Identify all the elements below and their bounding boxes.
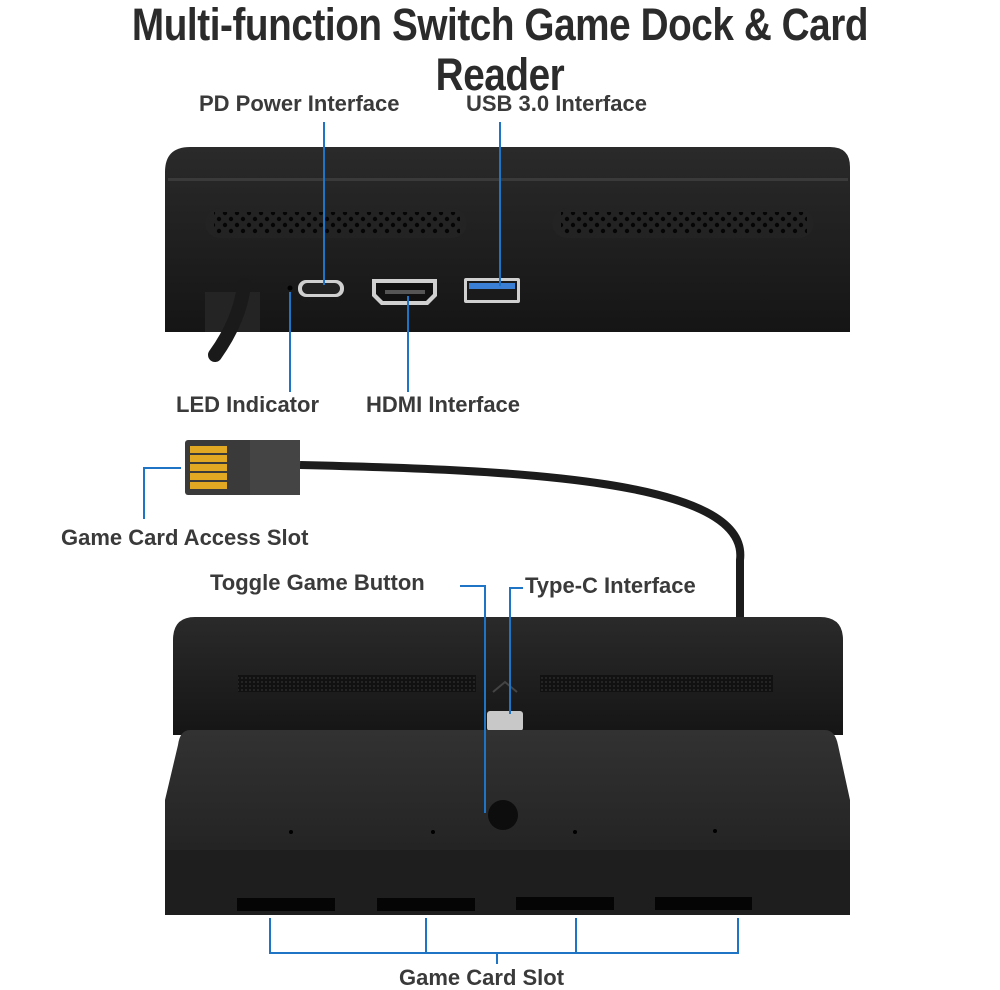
callout-line-card-access-v: [143, 467, 145, 519]
toggle-button-icon: [488, 800, 518, 830]
top-dock-rear: [165, 147, 850, 362]
callout-line-typec-v: [509, 587, 511, 714]
callout-bracket-center: [496, 952, 498, 964]
callout-bracket-1: [269, 918, 271, 954]
label-usb-interface: USB 3.0 Interface: [466, 91, 647, 116]
callout-bracket-4: [737, 918, 739, 954]
led-indicator-icon: [287, 285, 293, 291]
bottom-dock-front: [165, 617, 850, 915]
connector-cable: [299, 461, 745, 618]
callout-bracket-h: [269, 952, 739, 954]
callout-line-pd-power: [323, 122, 325, 285]
card-slot-4: [655, 897, 752, 910]
label-game-card-access-slot: Game Card Access Slot: [61, 525, 309, 550]
power-cable: [208, 278, 251, 362]
mesh-left: [238, 675, 476, 692]
mesh-right: [540, 675, 773, 692]
callout-line-toggle-h: [460, 585, 485, 587]
label-hdmi-interface: HDMI Interface: [366, 392, 521, 417]
callout-bracket-2: [425, 918, 427, 954]
label-pd-power-interface: PD Power Interface: [199, 91, 400, 116]
callout-line-card-access-h: [143, 467, 181, 469]
callout-line-toggle-v: [484, 585, 486, 813]
label-led-indicator: LED Indicator: [176, 392, 320, 417]
callout-line-typec-h: [509, 587, 523, 589]
label-game-card-slot: Game Card Slot: [399, 965, 565, 990]
card-slot-3: [516, 897, 614, 910]
card-slot-2: [377, 898, 475, 911]
card-slot-1: [237, 898, 335, 911]
callout-line-led: [289, 292, 291, 392]
label-toggle-game-button: Toggle Game Button: [210, 570, 425, 595]
callout-line-hdmi: [407, 296, 409, 392]
callout-line-usb: [499, 122, 501, 286]
card-connector: [185, 440, 745, 618]
callout-bracket-3: [575, 918, 577, 954]
label-type-c-interface: Type-C Interface: [525, 573, 696, 598]
type-c-plug-icon: [487, 711, 523, 731]
page-title: Multi-function Switch Game Dock & Card R…: [131, 0, 869, 100]
gold-contacts-icon: [190, 446, 227, 489]
